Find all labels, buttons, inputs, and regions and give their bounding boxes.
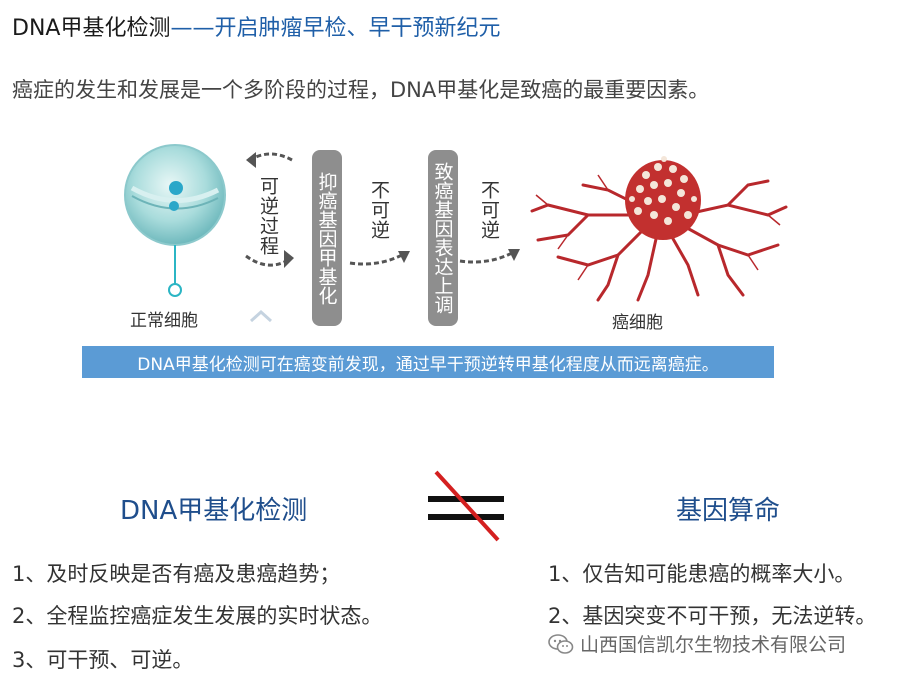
step-oncogene-pill: 致癌基因表达上调 xyxy=(428,150,458,326)
irreversible-label-1: 不可逆 xyxy=(368,180,390,240)
reversible-label: 可逆过程 xyxy=(257,176,279,256)
info-banner: DNA甲基化检测可在癌变前发现，通过早干预逆转甲基化程度从而远离癌症。 xyxy=(82,346,774,378)
list-item: 3、可干预、可逆。 xyxy=(12,648,194,672)
list-item: 2、基因突变不可干预，无法逆转。 xyxy=(548,604,877,628)
irreversible-label-2: 不可逆 xyxy=(478,180,500,240)
not-equal-icon xyxy=(428,470,504,542)
watermark-text: 山西国信凯尔生物技术有限公司 xyxy=(580,634,847,656)
page-title: DNA甲基化检测——开启肿瘤早检、早干预新纪元 xyxy=(12,10,500,42)
cancer-cell-label: 癌细胞 xyxy=(612,313,663,333)
title-main: DNA甲基化检测 xyxy=(12,16,171,41)
step-methylation-pill: 抑癌基因甲基化 xyxy=(312,150,342,326)
intro-text: 癌症的发生和发展是一个多阶段的过程，DNA甲基化是致癌的最重要因素。 xyxy=(12,78,710,102)
left-column-heading: DNA甲基化检测 xyxy=(120,496,308,526)
title-dash: —— xyxy=(170,16,215,41)
chevron-up-icon xyxy=(249,309,273,323)
wechat-icon xyxy=(548,633,574,654)
right-column-heading: 基因算命 xyxy=(676,496,781,526)
list-item: 2、全程监控癌症发生发展的实时状态。 xyxy=(12,604,383,628)
arrow-right-icon xyxy=(459,249,520,264)
reversible-arrows-icon xyxy=(245,152,294,268)
arrow-right-icon xyxy=(349,251,410,266)
normal-cell-label: 正常细胞 xyxy=(130,311,198,331)
list-item: 1、仅告知可能患癌的概率大小。 xyxy=(548,562,856,586)
title-sub: 开启肿瘤早检、早干预新纪元 xyxy=(214,16,501,41)
cancer-cell-icon xyxy=(530,156,788,302)
list-item: 1、及时反映是否有癌及患癌趋势； xyxy=(12,562,341,586)
normal-cell-icon xyxy=(124,144,226,297)
wechat-watermark: 山西国信凯尔生物技术有限公司 xyxy=(548,630,846,657)
